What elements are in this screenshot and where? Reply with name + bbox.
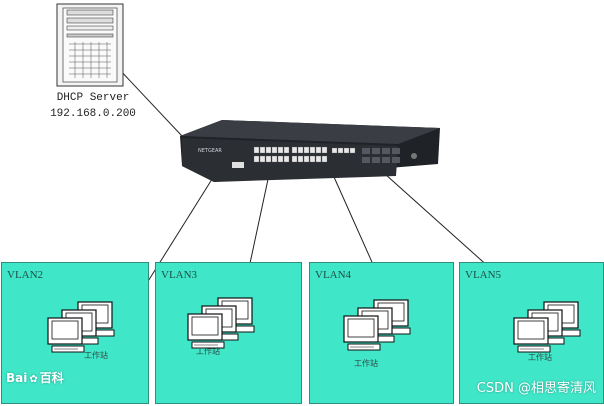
workstation-caption: 工作站: [354, 359, 378, 368]
server-name: DHCP Server: [56, 92, 130, 104]
workstation-icon: [343, 299, 411, 351]
vlan-label: VLAN5: [465, 269, 502, 281]
link-server-switch: [117, 67, 183, 137]
baidu-text-right: 百科: [39, 371, 64, 385]
network-switch-icon: NETGEAR: [180, 120, 440, 182]
vlan-label: VLAN3: [161, 269, 198, 281]
switch-brand: NETGEAR: [198, 148, 222, 154]
server-ip: 192.168.0.200: [50, 108, 136, 120]
csdn-watermark: CSDN @相思寄清风: [476, 381, 596, 396]
baidu-watermark: Bai✿百科: [6, 369, 64, 386]
workstation-icon: [187, 297, 255, 349]
vlan-label: VLAN4: [315, 269, 352, 281]
workstation-caption: 工作站: [84, 351, 108, 360]
workstation-icon: [513, 301, 581, 353]
workstation-icon: [47, 301, 115, 353]
vlan-box-3: VLAN3: [155, 262, 302, 404]
baidu-text-left: Bai: [6, 371, 28, 385]
paw-icon: ✿: [29, 374, 38, 385]
server-tower-icon: [56, 3, 124, 87]
workstation-caption: 工作站: [196, 347, 220, 356]
vlan-label: VLAN2: [7, 269, 44, 281]
workstation-caption: 工作站: [528, 353, 552, 362]
